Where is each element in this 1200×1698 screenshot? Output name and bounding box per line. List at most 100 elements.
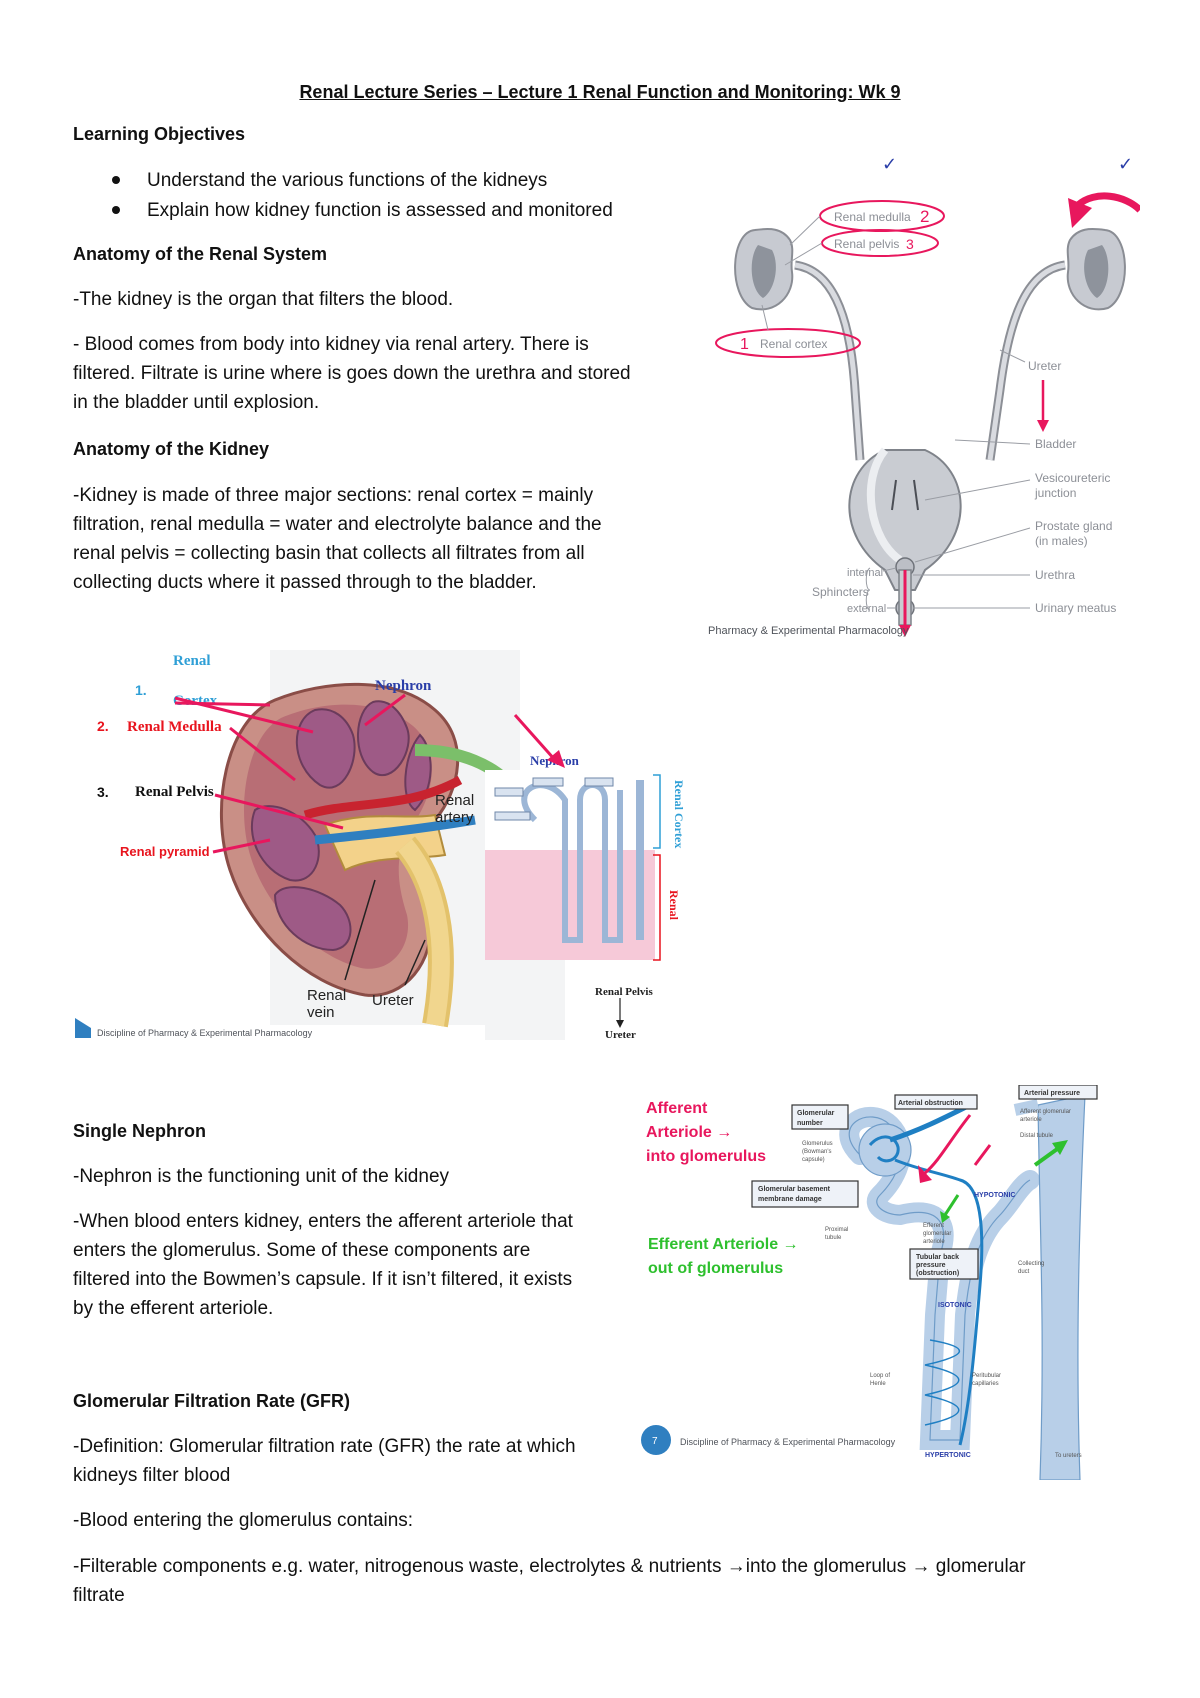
renal-system-paragraph-2-line-2: filtered. Filtrate is urine where is goe… [73, 363, 631, 384]
svg-text:Renal Cortex: Renal Cortex [672, 780, 686, 848]
svg-text:Urethra: Urethra [1035, 568, 1075, 582]
kidney-paragraph-line-2: filtration, renal medulla = water and el… [73, 514, 602, 535]
kidney-cross-section-figure: Renal 1. Cortex 2. Renal Medulla 3. Rena… [75, 650, 686, 1040]
learning-objectives-heading: Learning Objectives [73, 124, 246, 144]
svg-text:Afferent glomerular: Afferent glomerular [1020, 1109, 1071, 1115]
learning-objectives-list: Understand the various functions of the … [112, 166, 613, 226]
svg-text:3: 3 [906, 236, 914, 252]
single-nephron-paragraph-1: -Nephron is the functioning unit of the … [73, 1166, 450, 1187]
efferent-arteriole [894, 1158, 984, 1446]
afferent-arrow-icon [924, 1114, 972, 1175]
svg-text:external: external [847, 603, 886, 615]
single-nephron-heading: Single Nephron [73, 1121, 207, 1141]
svg-text:Afferent: Afferent [646, 1100, 708, 1117]
svg-text:number: number [797, 1120, 823, 1127]
arrow-head-icon [1068, 198, 1092, 228]
svg-text:1.: 1. [135, 682, 147, 698]
svg-text:(in males): (in males) [1035, 534, 1088, 548]
svg-text:Arterial pressure: Arterial pressure [1024, 1090, 1080, 1097]
svg-text:Renal pyramid: Renal pyramid [120, 844, 210, 859]
renal-pyramid [273, 886, 352, 952]
figure-source-caption: Discipline of Pharmacy & Experimental Ph… [97, 1028, 313, 1038]
pointer-line [174, 701, 271, 707]
svg-text:Arteriole →: Arteriole → [646, 1124, 732, 1141]
check-mark-icon: ✓ [1118, 154, 1133, 174]
svg-text:Tubular back: Tubular back [916, 1254, 959, 1261]
renal-pyramid [250, 805, 320, 882]
bladder [848, 449, 962, 591]
right-kidney-medulla [1084, 245, 1109, 298]
left-kidney-medulla [751, 245, 776, 298]
svg-text:(obstruction): (obstruction) [916, 1270, 959, 1277]
gfr-definition-line-1: -Definition: Glomerular filtration rate … [73, 1436, 576, 1457]
svg-text:Glomerular: Glomerular [797, 1110, 835, 1117]
svg-text:(Bowman's: (Bowman's [802, 1149, 832, 1155]
single-nephron-paragraph-2-line-2: enters the glomerulus. Some of these com… [73, 1240, 531, 1261]
list-item: Understand the various functions of the … [112, 166, 613, 196]
label-box [1018, 1085, 1098, 1100]
svg-text:junction: junction [1034, 486, 1076, 500]
svg-text:Glomerulus: Glomerulus [802, 1141, 833, 1147]
single-nephron-paragraph-2-line-3: filtered into the Bowmen’s capsule. If i… [73, 1269, 573, 1290]
svg-text:Distal tubule: Distal tubule [1020, 1133, 1054, 1139]
svg-text:Loop of: Loop of [870, 1373, 890, 1379]
svg-text:2: 2 [920, 207, 929, 226]
curved-arrow-icon [1075, 192, 1140, 213]
svg-text:internal: internal [847, 567, 883, 579]
svg-text:into glomerulus: into glomerulus [646, 1148, 766, 1165]
svg-text:Vesicoureteric: Vesicoureteric [1035, 471, 1110, 485]
svg-text:pressure: pressure [916, 1262, 946, 1269]
peritubular-capillaries [924, 1339, 961, 1426]
figure-source-caption: Pharmacy & Experimental Pharmacology [708, 625, 909, 637]
svg-text:Efferent: Efferent [923, 1223, 944, 1229]
renal-pyramid [295, 708, 356, 789]
pointer-line [214, 793, 344, 830]
svg-text:duct: duct [1018, 1269, 1030, 1275]
figure-source-caption: Discipline of Pharmacy & Experimental Ph… [680, 1437, 896, 1447]
gfr-paragraph-2: -Blood entering the glomerulus contains: [73, 1510, 414, 1531]
green-arrow-icon [1033, 1145, 1062, 1167]
svg-text:Nephron: Nephron [375, 678, 432, 694]
renal-system-paragraph-2-line-3: in the bladder until explosion. [73, 392, 320, 413]
label-box [751, 1180, 859, 1208]
svg-text:Renal Pelvis: Renal Pelvis [135, 784, 214, 800]
label-box [909, 1248, 979, 1280]
svg-text:Renal: Renal [173, 653, 211, 669]
svg-text:Efferent Arteriole →: Efferent Arteriole → [648, 1236, 799, 1253]
pointer-line [364, 693, 406, 727]
svg-text:ISOTONIC: ISOTONIC [938, 1302, 972, 1309]
svg-text:arteriole: arteriole [923, 1239, 945, 1245]
svg-text:3.: 3. [97, 784, 109, 800]
renal-vein [314, 815, 476, 845]
svg-text:Renal: Renal [435, 792, 474, 809]
svg-text:Urinary meatus: Urinary meatus [1035, 601, 1116, 615]
svg-text:2.: 2. [97, 718, 109, 734]
kidney-anatomy-heading: Anatomy of the Kidney [73, 439, 270, 459]
svg-text:Renal: Renal [307, 987, 346, 1004]
pointer-line [229, 726, 296, 782]
svg-text:capillaries: capillaries [972, 1381, 999, 1387]
page-badge [641, 1425, 671, 1455]
kidney-paragraph-line-4: collecting ducts where it passed through… [73, 572, 537, 593]
kidney-paragraph-line-3: renal pelvis = collecting basin that col… [73, 543, 585, 564]
svg-text:artery: artery [435, 809, 474, 826]
svg-text:vein: vein [307, 1004, 335, 1021]
single-nephron-paragraph-2-line-1: -When blood enters kidney, enters the af… [73, 1211, 573, 1232]
collecting-duct [1037, 1094, 1086, 1480]
svg-text:HYPERTONIC: HYPERTONIC [925, 1452, 971, 1459]
single-nephron-figure: Afferent Arteriole → into glomerulus Eff… [641, 1085, 1098, 1480]
label-box [894, 1094, 978, 1110]
svg-text:out of glomerulus: out of glomerulus [648, 1260, 783, 1277]
svg-text:To ureters: To ureters [1055, 1453, 1082, 1459]
check-mark-icon: ✓ [882, 154, 897, 174]
renal-system-paragraph-1: -The kidney is the organ that filters th… [73, 289, 454, 310]
gfr-paragraph-3-line-1: -Filterable components e.g. water, nitro… [73, 1556, 1026, 1577]
svg-text:Ureter: Ureter [1028, 359, 1061, 373]
single-nephron-paragraph-2-line-4: by the efferent arteriole. [73, 1298, 274, 1319]
glomerulus [858, 1123, 912, 1177]
gfr-definition-line-2: kidneys filter blood [73, 1465, 231, 1486]
label-box [791, 1104, 849, 1130]
svg-text:Henle: Henle [870, 1381, 886, 1387]
svg-text:Renal Medulla: Renal Medulla [127, 719, 222, 735]
